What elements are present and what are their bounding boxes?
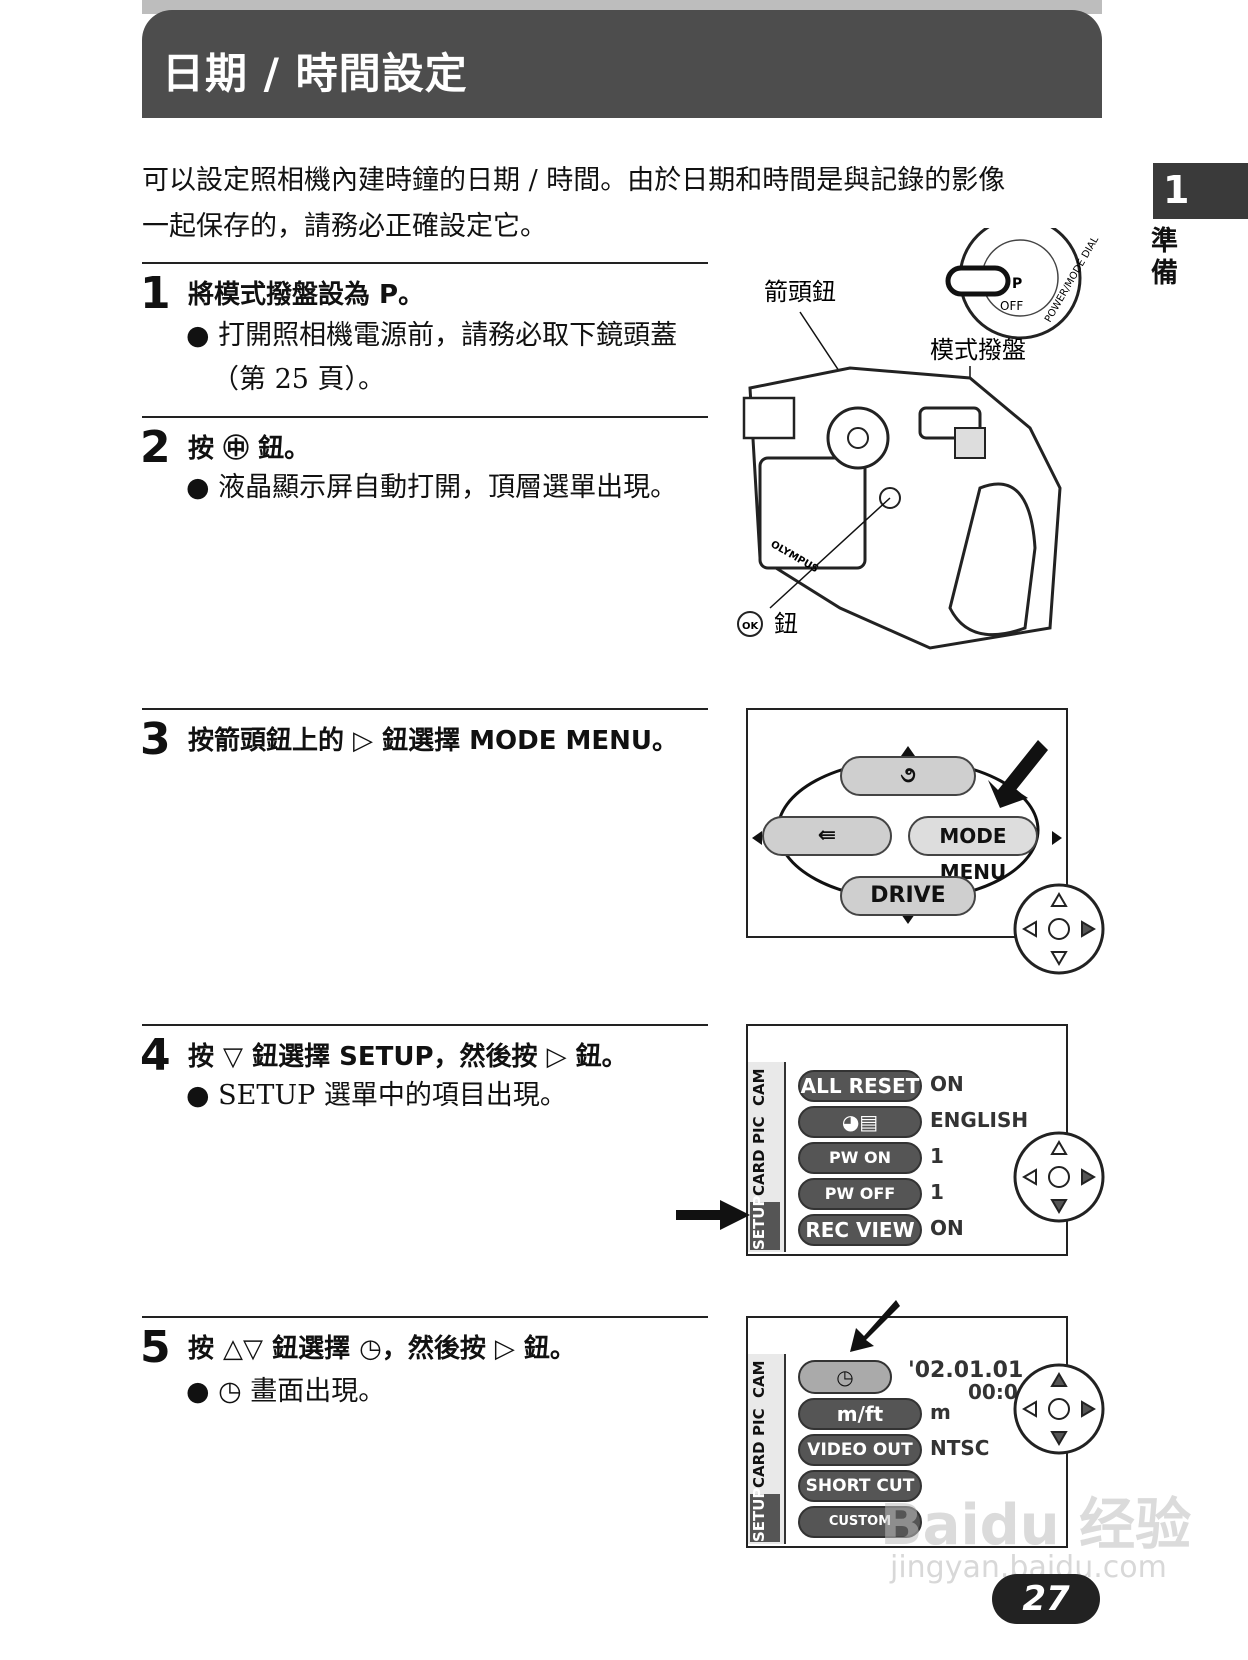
- step-3-rule: [142, 708, 708, 710]
- setup-menu-panel: CAM PIC CARD SETUP ALL RESET ON ◕▤ ENGLI…: [746, 1024, 1068, 1256]
- clock-pointer-arrow-icon: [850, 1300, 900, 1352]
- step-5-rule: [142, 1316, 708, 1318]
- intro-text: 可以設定照相機內建時鐘的日期 / 時間。由於日期和時間是與記錄的影像 一起保存的…: [142, 158, 1112, 250]
- setup2-value-video-out: NTSC: [930, 1436, 990, 1460]
- step-2-number: 2: [140, 422, 171, 473]
- step-1-rule: [142, 262, 708, 264]
- setup-value-language: ENGLISH: [930, 1108, 1029, 1132]
- setup-menu-2-tabs: CAM PIC CARD SETUP: [748, 1354, 786, 1544]
- arrow-pad-down-icon: [1013, 1131, 1105, 1223]
- setup2-item-short-cut[interactable]: SHORT CUT: [798, 1470, 922, 1502]
- tab-card-2[interactable]: CARD: [750, 1441, 768, 1488]
- setup-value-all-reset: ON: [930, 1072, 964, 1096]
- top-menu-panel: ૭ ⇚ MODE MENU DRIVE: [746, 708, 1068, 938]
- chapter-tab: [1153, 163, 1248, 219]
- pointer-arrow-icon: [988, 740, 1048, 808]
- setup-item-pw-off[interactable]: PW OFF SETUP: [798, 1178, 922, 1231]
- step-4-rule: [142, 1024, 708, 1026]
- step-5-title: 按 △▽ 鈕選擇 ◷，然後按 ▷ 鈕。: [188, 1334, 576, 1364]
- tab-cam-2[interactable]: CAM: [750, 1360, 768, 1398]
- setup2-item-mft[interactable]: m/ft: [798, 1398, 922, 1430]
- menu-image-quality-button[interactable]: ⇚: [762, 816, 892, 856]
- setup-value-pw-on: 1: [930, 1144, 944, 1168]
- setup2-value-mft: m: [930, 1400, 951, 1424]
- setup-value-rec-view: ON: [930, 1216, 964, 1240]
- step-1-title: 將模式撥盤設為 P。: [188, 280, 425, 310]
- up-triangle-icon: [901, 746, 915, 756]
- setup2-item-clock[interactable]: ◷: [798, 1360, 892, 1394]
- down-triangle-icon: [901, 914, 915, 924]
- setup2-value-date: '02.01.01: [908, 1358, 1024, 1383]
- mode-dial-label: 模式撥盤: [930, 336, 1026, 364]
- camera-illustration: P OFF POWER/MODE DIAL 箭頭鈕 模式撥盤 OLYMPUS O…: [737, 228, 1101, 650]
- step-1-bullet: ● 打開照相機電源前，請務必取下鏡頭蓋: [186, 320, 678, 351]
- watermark-logo: Baidu 经验: [880, 1493, 1192, 1558]
- ok-button-label: 鈕: [774, 610, 798, 638]
- menu-drive-button[interactable]: DRIVE: [840, 876, 976, 916]
- tab-pic[interactable]: PIC: [750, 1116, 768, 1144]
- step-5-number: 5: [140, 1322, 171, 1373]
- tab-setup[interactable]: SETUP: [750, 1196, 780, 1250]
- setup2-item-custom-button[interactable]: CUSTOM BUTTON: [798, 1506, 922, 1546]
- intro-line-2: 一起保存的，請務必正確設定它。: [142, 211, 547, 242]
- svg-text:OK: OK: [742, 621, 760, 632]
- step-4-title: 按 ▽ 鈕選擇 SETUP，然後按 ▷ 鈕。: [188, 1042, 628, 1072]
- setup-item-language[interactable]: ◕▤: [798, 1106, 922, 1138]
- page-title: 日期 / 時間設定: [162, 49, 468, 98]
- setup-item-pw-on[interactable]: PW ON SETUP: [798, 1142, 922, 1195]
- arrow-pad-label: 箭頭鈕: [764, 278, 836, 306]
- step-4-bullet-text: SETUP 選單中的項目出現。: [218, 1080, 567, 1111]
- dial-off: OFF: [1000, 299, 1023, 313]
- step-3-title: 按箭頭鈕上的 ▷ 鈕選擇 MODE MENU。: [188, 726, 679, 756]
- chapter-number: 1: [1163, 168, 1190, 212]
- tab-cam[interactable]: CAM: [750, 1068, 768, 1106]
- arrow-pad-updown-icon: [1013, 1363, 1105, 1455]
- menu-mode-menu-button[interactable]: MODE MENU: [908, 816, 1038, 884]
- step-1-bullet-text: 打開照相機電源前，請務必取下鏡頭蓋: [218, 320, 678, 351]
- step-1-bullet-cont: （第 25 頁）。: [212, 364, 386, 395]
- tab-pic-2[interactable]: PIC: [750, 1408, 768, 1436]
- page-number: 27: [992, 1574, 1100, 1624]
- dial-p: P: [1012, 276, 1022, 292]
- viewfinder-icon: [742, 396, 796, 440]
- grip-icon: [948, 482, 1037, 637]
- step-2-bullet-text: 液晶顯示屏自動打開，頂層選單出現。: [218, 472, 678, 503]
- step-5-bullet: ● ◷ 畫面出現。: [186, 1376, 386, 1407]
- step-2-title: 按 ㊥ 鈕。: [188, 434, 311, 464]
- step-5-bullet-text: ◷ 畫面出現。: [218, 1376, 386, 1407]
- left-triangle-icon: [752, 831, 762, 845]
- step-3-number: 3: [140, 714, 171, 765]
- setup2-value-time: 00:0: [968, 1380, 1018, 1404]
- step-4-number: 4: [140, 1030, 171, 1081]
- setup-item-all-reset[interactable]: ALL RESET: [798, 1070, 922, 1102]
- tab-setup-2[interactable]: SETUP: [750, 1488, 780, 1542]
- setup-menu-2-panel: CAM PIC CARD SETUP ◷ '02.01.01 00:0 m/ft…: [746, 1316, 1068, 1548]
- tab-card[interactable]: CARD: [750, 1149, 768, 1196]
- title-bar: [142, 10, 1102, 118]
- setup2-item-video-out[interactable]: VIDEO OUT: [798, 1434, 922, 1466]
- chapter-name: 準備: [1151, 226, 1178, 289]
- menu-self-timer-button[interactable]: ૭: [840, 756, 976, 796]
- step-4-bullet: ● SETUP 選單中的項目出現。: [186, 1080, 567, 1111]
- intro-line-1: 可以設定照相機內建時鐘的日期 / 時間。由於日期和時間是與記錄的影像: [142, 165, 1006, 196]
- step-2-rule: [142, 416, 708, 418]
- step-1-number: 1: [140, 268, 171, 319]
- setup-item-rec-view[interactable]: REC VIEW: [798, 1214, 922, 1246]
- setup-pointer-arrow-icon: [676, 1200, 750, 1230]
- right-triangle-icon: [1052, 831, 1062, 845]
- arrow-pad-right-icon: [1013, 883, 1105, 975]
- lcd-screen-icon: [758, 456, 867, 570]
- setup-value-pw-off: 1: [930, 1180, 944, 1204]
- setup-menu-tabs: CAM PIC CARD SETUP: [748, 1062, 786, 1252]
- step-2-bullet: ● 液晶顯示屏自動打開，頂層選單出現。: [186, 472, 678, 503]
